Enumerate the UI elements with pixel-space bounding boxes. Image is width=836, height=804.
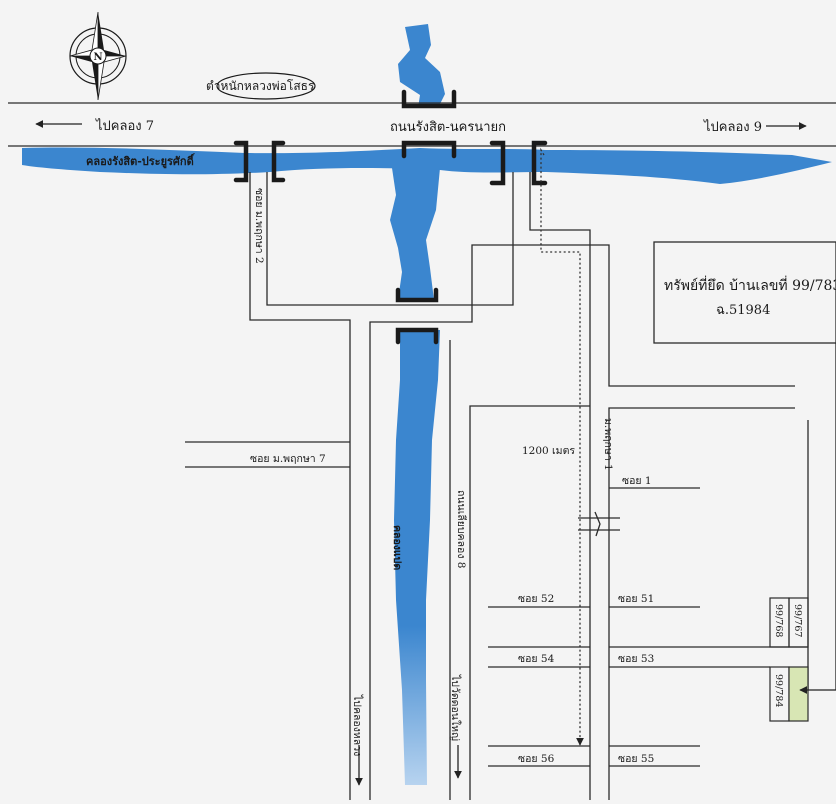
label-soi-54: ซอย 54 xyxy=(518,653,555,665)
map-labels: ตำหนักหลวงพ่อโสธร ถนนรังสิต-นครนายก ไปคล… xyxy=(86,79,836,765)
label-soi-55: ซอย 55 xyxy=(618,753,654,765)
label-soi-51: ซอย 51 xyxy=(618,593,654,605)
bridge-west-right xyxy=(271,140,286,183)
label-soi-52: ซอย 52 xyxy=(518,593,554,605)
bridge-north xyxy=(401,89,457,109)
village-road-west xyxy=(469,405,590,800)
bridge-east-left xyxy=(489,140,506,186)
label-soi-53: ซอย 53 xyxy=(618,653,654,665)
label-distance: 1200 เมตร xyxy=(522,445,575,457)
bridge-mid-upper xyxy=(395,287,439,303)
lot-99-767 xyxy=(788,597,809,648)
water-features xyxy=(22,24,832,785)
label-to-khlong-luang: ไปคลองหลวง xyxy=(351,694,364,756)
label-road-khlong-8: ถนนเลียบคลอง 8 xyxy=(455,490,468,568)
soi-pruksa-2-right-edge xyxy=(266,172,514,306)
label-to-khlong-7: ไปคลอง 7 xyxy=(95,118,154,134)
label-soi-1: ซอย 1 xyxy=(622,475,652,487)
label-house-99-767: 99/767 xyxy=(792,604,803,637)
label-to-khlong-9: ไปคลอง 9 xyxy=(703,119,762,135)
label-house-99-784: 99/784 xyxy=(773,674,784,707)
label-soi-pruksa-2: ซอย ม.พฤกษา 2 xyxy=(253,188,265,264)
property-box xyxy=(653,241,836,344)
bridge-road-north xyxy=(401,140,457,159)
label-to-wat-donyai: ไปวัดดอนใหญ่ xyxy=(449,674,462,741)
canal-khlong-8 xyxy=(394,330,440,785)
compass-rose: N xyxy=(69,11,127,101)
bridge-west-left xyxy=(233,140,249,183)
direction-arrows xyxy=(35,120,807,786)
label-main-road: ถนนรังสิต-นครนายก xyxy=(390,120,506,135)
east-access-road-outer xyxy=(369,244,795,800)
compass-north-letter: N xyxy=(93,52,102,63)
road-break-mark xyxy=(578,511,620,537)
label-house-99-768: 99/768 xyxy=(773,604,784,637)
canal-vertical-upper xyxy=(390,168,440,300)
village-road-east xyxy=(608,407,795,800)
road-network xyxy=(8,102,836,800)
lot-target-property xyxy=(788,666,809,722)
soi-pruksa-2-left-edge xyxy=(249,172,351,800)
label-property-deed: ฉ.51984 xyxy=(716,303,770,318)
house-lots xyxy=(769,597,809,722)
bridges xyxy=(233,89,548,345)
bridge-mid-lower xyxy=(395,327,439,345)
north-canal-inlet xyxy=(398,24,445,108)
canal-rangsit-prayurasak xyxy=(22,147,832,184)
label-landmark: ตำหนักหลวงพ่อโสธร xyxy=(206,79,315,93)
landmark-outline xyxy=(216,72,316,100)
bridge-east-right xyxy=(531,140,548,186)
route-dotted-line xyxy=(540,147,584,746)
label-soi-pruksa-7: ซอย ม.พฤกษา 7 xyxy=(250,453,326,465)
label-pruksa-1: ม.พฤกษา 1 xyxy=(602,418,614,471)
label-property-title: ทรัพย์ที่ยึด บ้านเลขที่ 99/783 xyxy=(664,276,836,294)
east-access-road-inner xyxy=(529,172,591,800)
label-canal-khlong-8: คลองแปด xyxy=(391,525,403,570)
label-canal-main: คลองรังสิต-ประยูรศักดิ์ xyxy=(86,153,195,169)
label-soi-56: ซอย 56 xyxy=(518,753,555,765)
